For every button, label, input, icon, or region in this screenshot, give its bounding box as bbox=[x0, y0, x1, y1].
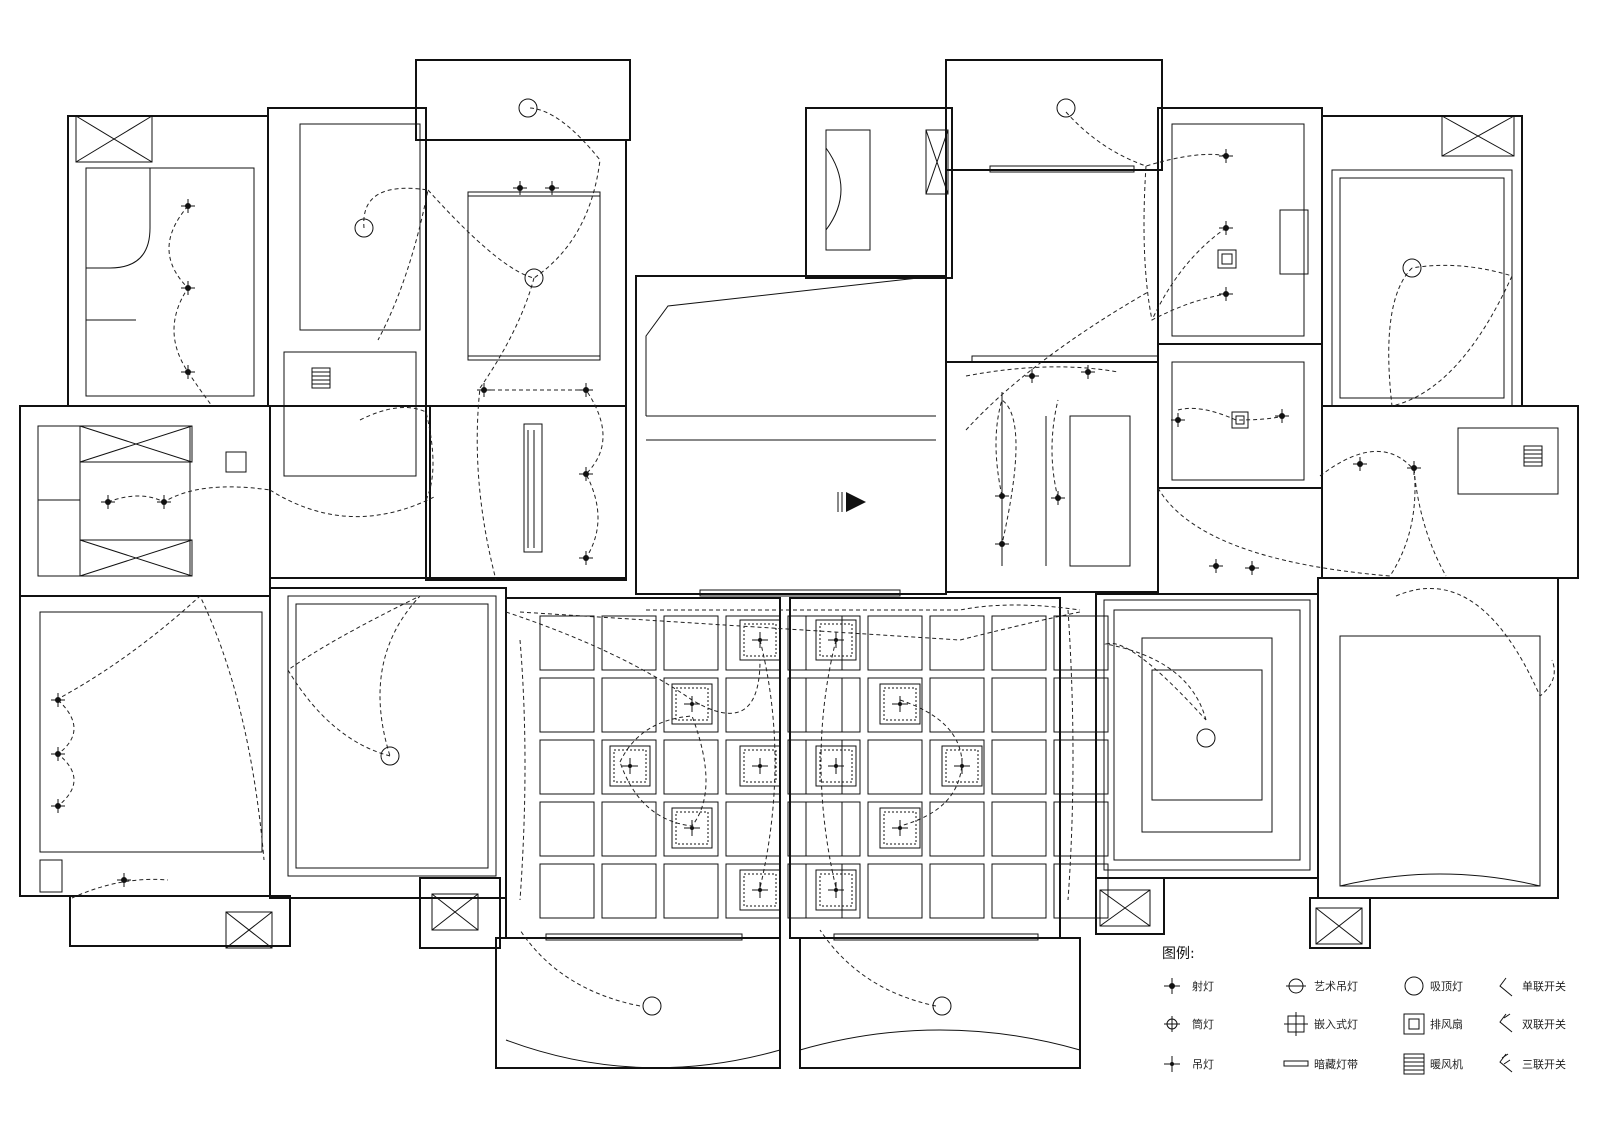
central-core bbox=[635, 275, 947, 597]
left-unit-walls bbox=[19, 59, 1081, 1069]
svg-text:吊灯: 吊灯 bbox=[1192, 1058, 1214, 1071]
light-fixtures bbox=[51, 98, 1422, 1016]
legend-item-strip: 暗藏灯带 bbox=[1283, 1057, 1358, 1071]
legend-item-single-switch: 单联开关 bbox=[1499, 977, 1566, 997]
legend-item-double-switch: 双联开关 bbox=[1499, 1013, 1566, 1033]
left-fittings bbox=[37, 115, 1081, 1069]
legend-item-downlight: 筒灯 bbox=[1164, 1016, 1214, 1032]
svg-text:排风扇: 排风扇 bbox=[1430, 1017, 1463, 1031]
spot-light-icon bbox=[51, 149, 1421, 887]
svg-text:艺术吊灯: 艺术吊灯 bbox=[1314, 980, 1358, 993]
legend-item-pendant: 艺术吊灯 bbox=[1286, 978, 1358, 994]
stair-arrow-icon bbox=[846, 492, 866, 512]
coffered-ceiling-grid bbox=[539, 615, 1109, 919]
right-unit-walls bbox=[805, 59, 1579, 949]
legend-item-triple-switch: 三联开关 bbox=[1499, 1053, 1566, 1073]
svg-text:射灯: 射灯 bbox=[1192, 979, 1214, 993]
svg-text:单联开关: 单联开关 bbox=[1522, 979, 1566, 993]
legend: 图例: 射灯 艺术吊灯 吸顶灯 单联开关 筒灯 嵌入式灯 bbox=[1162, 946, 1566, 1075]
legend-item-ceiling: 吸顶灯 bbox=[1404, 976, 1463, 996]
legend-item-spot: 吊灯 bbox=[1164, 1056, 1214, 1072]
svg-text:三联开关: 三联开关 bbox=[1522, 1057, 1566, 1071]
legend-item-recessed: 嵌入式灯 bbox=[1284, 1012, 1358, 1036]
legend-title: 图例: bbox=[1162, 946, 1195, 962]
svg-text:筒灯: 筒灯 bbox=[1192, 1017, 1214, 1031]
svg-text:吸顶灯: 吸顶灯 bbox=[1430, 980, 1463, 993]
right-fittings bbox=[825, 115, 1559, 945]
svg-text:嵌入式灯: 嵌入式灯 bbox=[1314, 1018, 1358, 1031]
pendant-light-icon bbox=[354, 98, 1422, 1016]
legend-item-cross-dot: 射灯 bbox=[1164, 978, 1214, 994]
svg-text:暖风机: 暖风机 bbox=[1430, 1057, 1463, 1071]
svg-text:暗藏灯带: 暗藏灯带 bbox=[1314, 1057, 1358, 1071]
legend-item-vent: 暖风机 bbox=[1403, 1053, 1463, 1075]
circuit-wiring bbox=[55, 107, 1555, 1007]
legend-item-exhaust: 排风扇 bbox=[1403, 1013, 1463, 1035]
svg-text:双联开关: 双联开关 bbox=[1522, 1017, 1566, 1031]
